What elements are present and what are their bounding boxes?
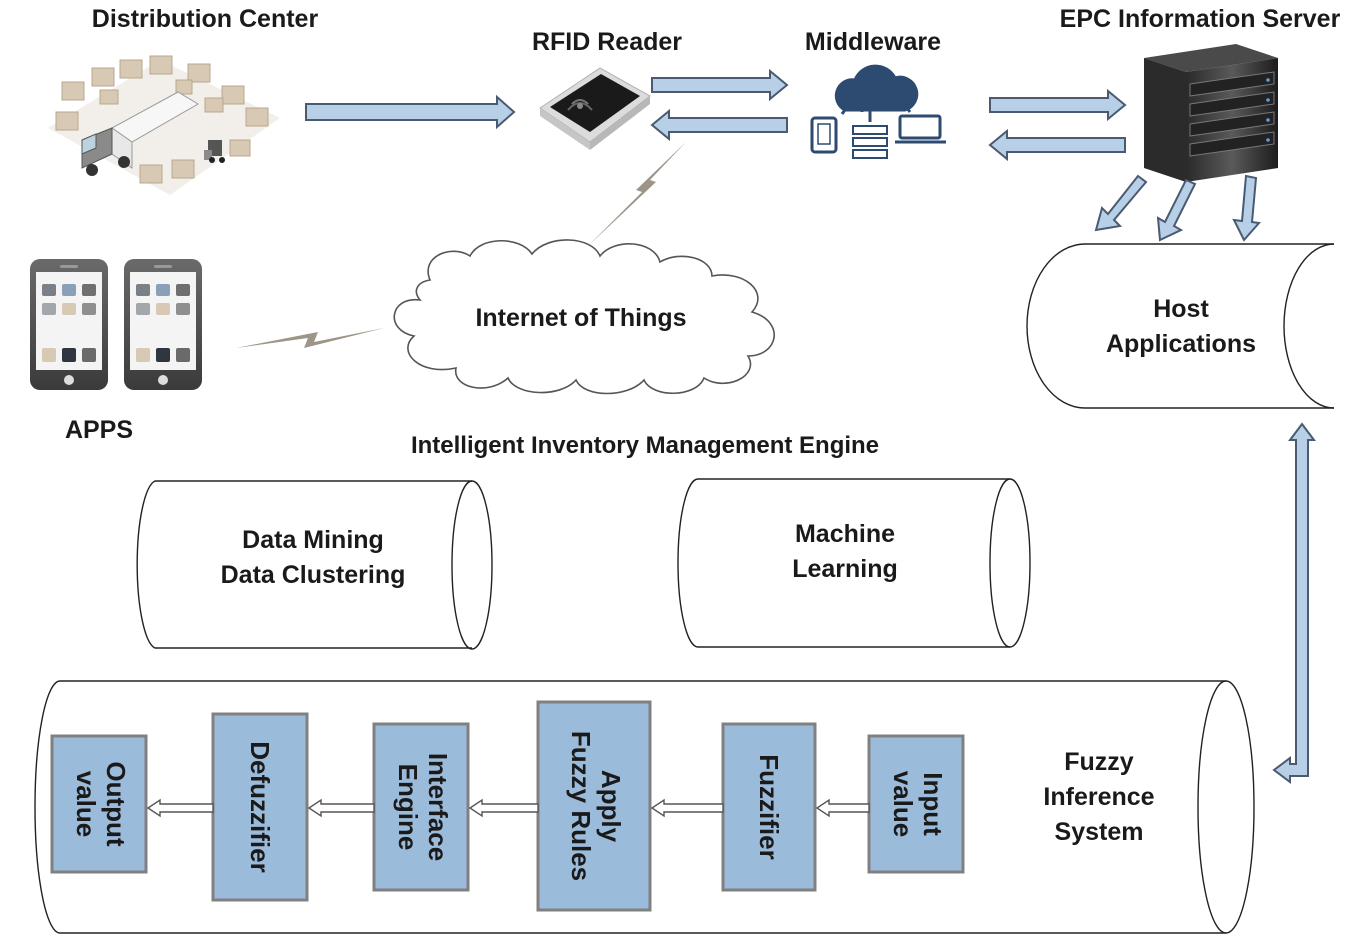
step-box-apply-rules	[536, 700, 652, 912]
wireless-bolt-rfid	[588, 142, 686, 246]
engine-title: Intelligent Inventory Management Engine	[411, 432, 879, 459]
fis-label-2: Inference	[1043, 783, 1154, 811]
flow-arrows-top	[305, 68, 1261, 242]
step-apply-line1: Apply	[596, 770, 626, 843]
step-fuzzifier-line1: Fuzzifier	[754, 754, 784, 859]
arrow-server-to-middleware	[988, 128, 1126, 162]
step-box-defuzzifier	[211, 712, 309, 902]
arrow-server-to-host-1	[1094, 174, 1148, 232]
machine-learning-label-1: Machine	[795, 520, 895, 548]
cloud-devices-icon	[810, 64, 946, 159]
step-box-fuzzifier	[721, 722, 817, 892]
iot-label: Internet of Things	[475, 304, 686, 332]
server-tower-icon	[1144, 44, 1278, 182]
step-output-line2: value	[71, 771, 101, 838]
step-input-line1: Input	[918, 772, 948, 836]
step-connector-arrows	[146, 798, 870, 818]
machine-learning-cylinder	[677, 478, 1031, 648]
host-applications-label-2: Applications	[1106, 330, 1256, 358]
middleware-label: Middleware	[805, 28, 941, 56]
distribution-center-label: Distribution Center	[92, 5, 319, 33]
arrow-host-fis	[1272, 422, 1316, 784]
data-mining-label-1: Data Mining	[242, 526, 384, 554]
arrow-server-to-host-2	[1156, 178, 1197, 242]
step-box-output	[50, 734, 148, 874]
step-output-line1: Output	[101, 761, 131, 847]
arrow-rfid-to-middleware	[651, 68, 789, 102]
cloud-icon	[393, 239, 775, 395]
rfid-reader-label: RFID Reader	[532, 28, 682, 56]
data-mining-cylinder	[136, 480, 493, 650]
wireless-bolt-apps	[236, 328, 384, 348]
step-defuzzifier-line1: Defuzzifier	[245, 741, 275, 872]
arrow-dc-to-rfid	[305, 94, 516, 130]
rfid-reader-icon	[539, 67, 651, 150]
step-interface-line2: Engine	[393, 764, 423, 851]
fis-label-3: System	[1055, 818, 1144, 846]
host-applications-cylinder	[1026, 243, 1335, 409]
data-mining-label-2: Data Clustering	[221, 561, 406, 589]
arrow-server-to-host-3	[1232, 174, 1261, 242]
arrow-middleware-to-server	[989, 88, 1127, 122]
step-box-input	[867, 734, 965, 874]
step-box-interface	[372, 722, 470, 892]
apps-label: APPS	[65, 416, 133, 444]
arrow-middleware-to-rfid	[650, 108, 788, 142]
machine-learning-label-2: Learning	[792, 555, 898, 583]
fis-label-1: Fuzzy	[1064, 748, 1134, 776]
fuzzy-steps	[50, 700, 965, 912]
step-input-line2: value	[888, 771, 918, 838]
smartphone-icon	[30, 259, 202, 390]
step-interface-line1: Interface	[423, 753, 453, 861]
epc-server-label: EPC Information Server	[1060, 5, 1341, 33]
fuzzy-inference-cylinder	[34, 680, 1255, 934]
step-labels: Input value Fuzzifier Apply Fuzzy Rules …	[71, 731, 948, 881]
step-apply-line2: Fuzzy Rules	[566, 731, 596, 881]
host-applications-label-1: Host	[1153, 295, 1209, 323]
warehouse-truck-icon	[48, 55, 280, 195]
